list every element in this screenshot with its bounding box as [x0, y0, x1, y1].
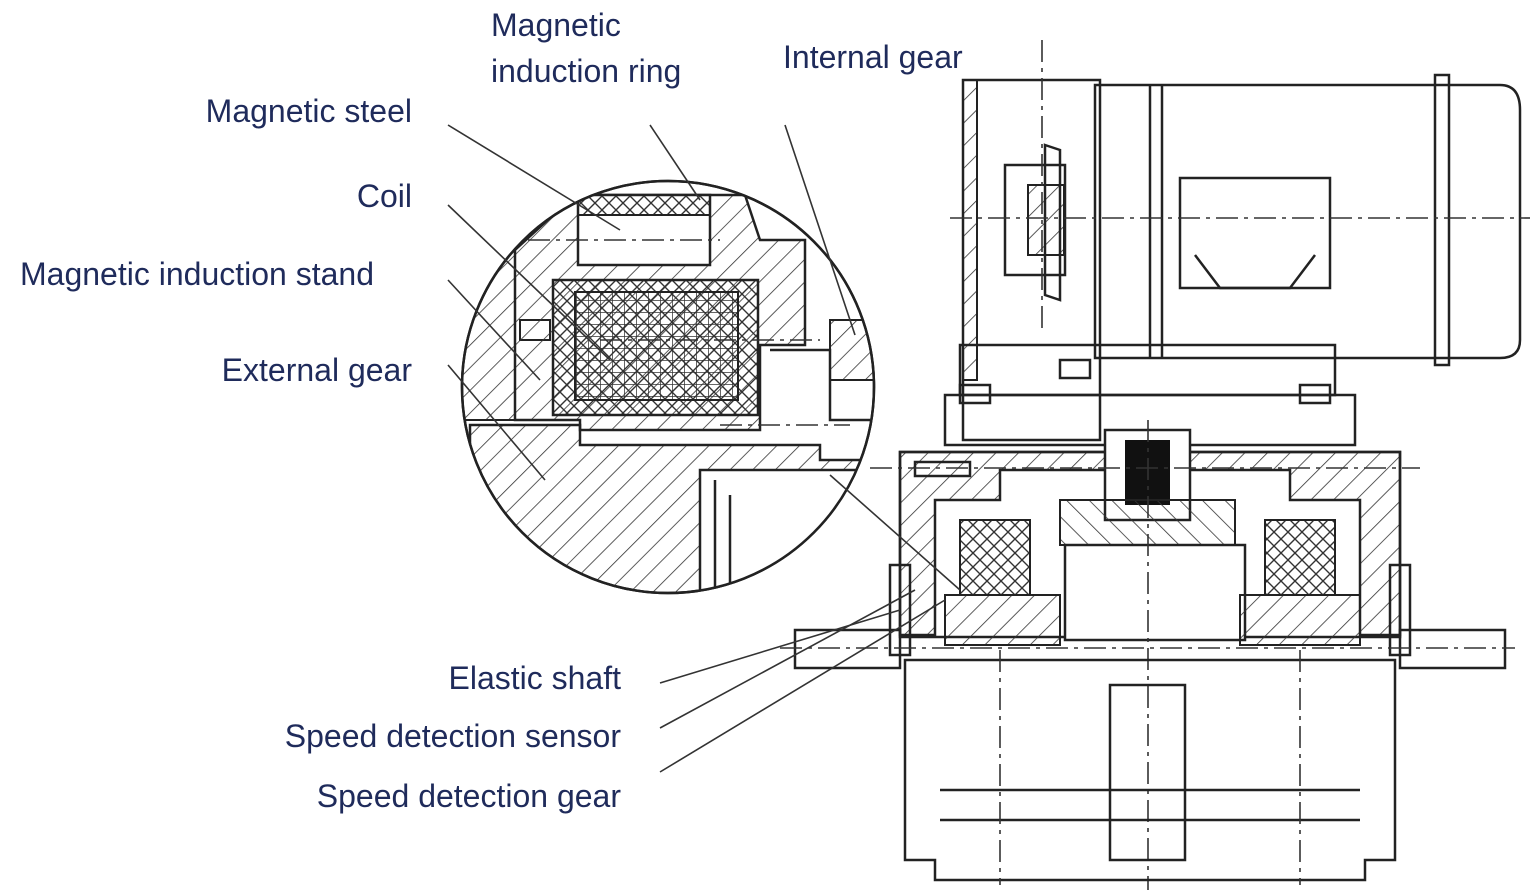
lower-base — [903, 650, 1397, 885]
gearbox-housing — [780, 420, 1515, 890]
label-magnetic-induction-stand: Magnetic induction stand — [20, 256, 374, 292]
leader-magnetic-induction-stand — [447, 279, 541, 381]
label-speed-detection-gear: Speed detection gear — [316, 778, 621, 814]
label-speed-detection-sensor: Speed detection sensor — [284, 718, 621, 754]
label-coil: Coil — [356, 178, 412, 214]
leader-elastic-shaft — [659, 609, 901, 684]
motor-assembly — [950, 40, 1530, 442]
label-elastic-shaft: Elastic shaft — [448, 660, 621, 696]
label-internal-gear: Internal gear — [783, 39, 963, 75]
leader-lines — [447, 124, 946, 773]
detail-view — [460, 179, 961, 595]
leader-internal-gear — [784, 124, 856, 336]
label-magnetic-steel: Magnetic steel — [205, 93, 412, 129]
leader-external-gear — [447, 364, 546, 481]
leader-magnetic-steel — [447, 124, 621, 231]
leader-coil — [447, 204, 611, 361]
leader-speed-detection-gear — [659, 599, 946, 773]
base-frame — [943, 343, 1357, 447]
leader-magnetic-induction-ring — [649, 124, 701, 201]
label-magnetic-induction-ring: Magnetic induction ring — [491, 7, 682, 89]
label-external-gear: External gear — [221, 352, 412, 388]
leader-speed-detection-sensor — [659, 589, 916, 729]
